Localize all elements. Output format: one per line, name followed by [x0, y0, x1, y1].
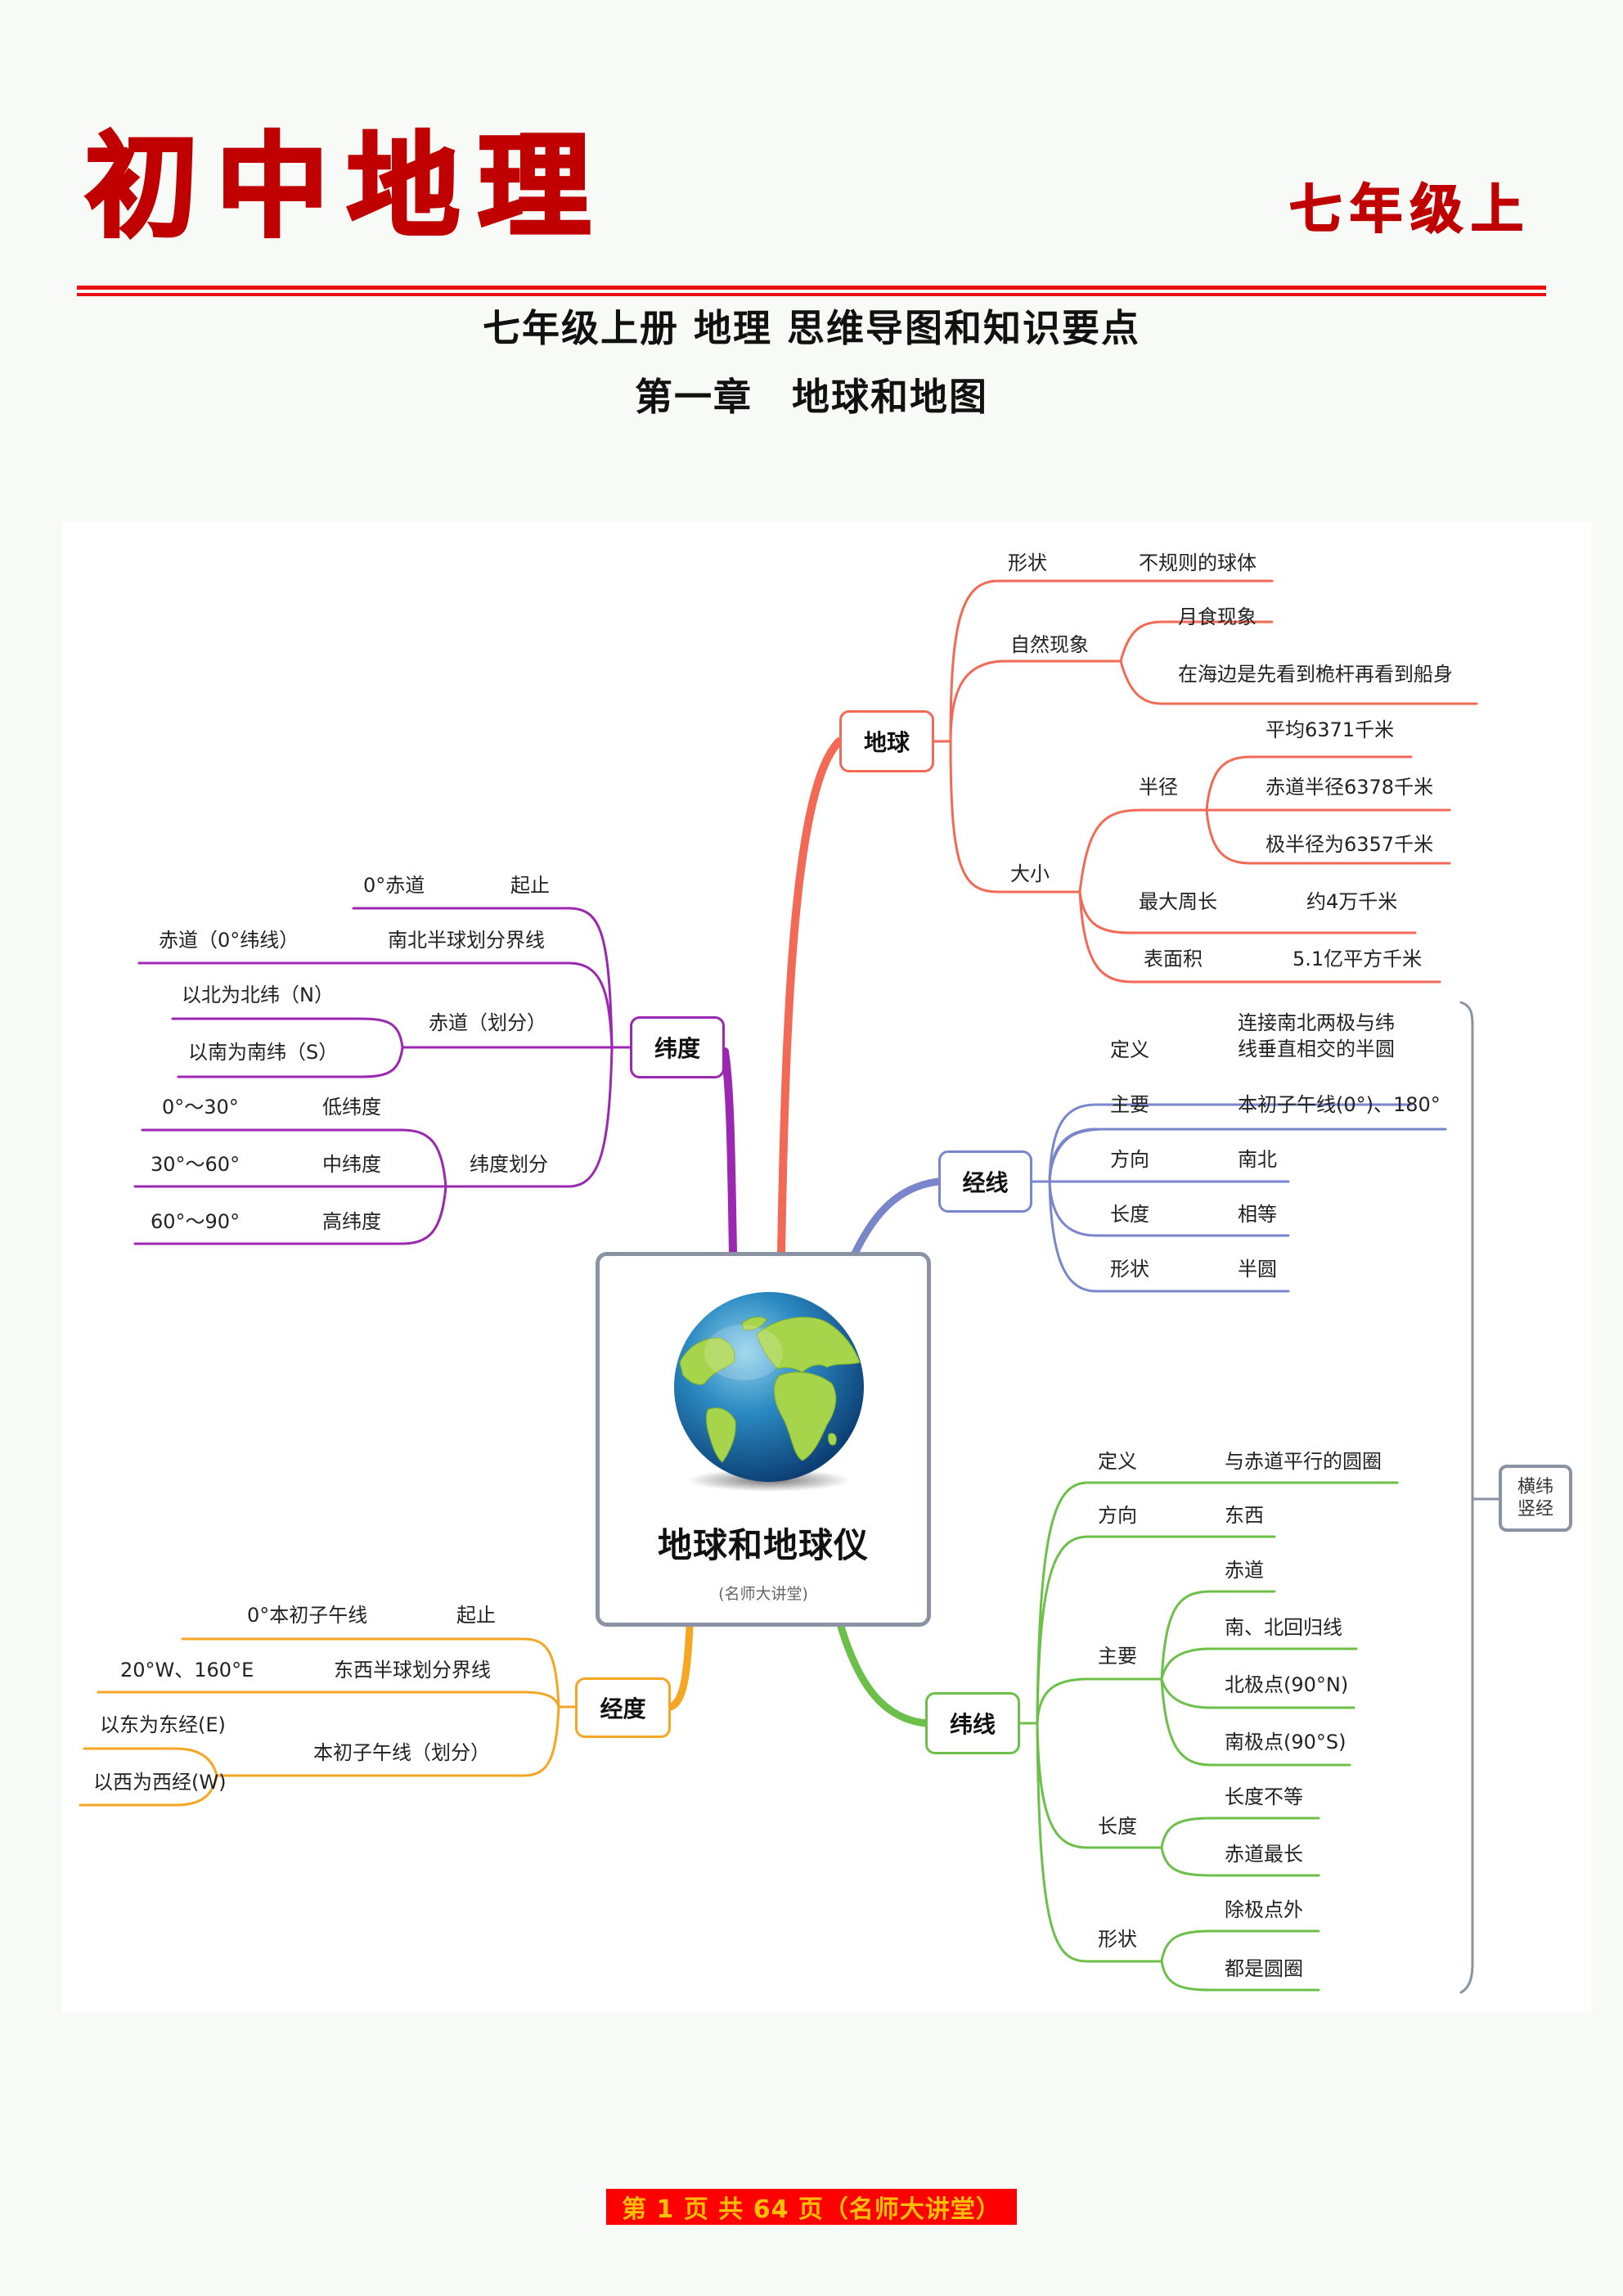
central-credit: (名师大讲堂) [718, 1585, 808, 1603]
meridian-row-value: 半圆 [1238, 1258, 1277, 1281]
node-earth[interactable]: 地球 [839, 710, 934, 772]
earth-radius-label: 半径 [1139, 776, 1178, 799]
meridian-row-label: 形状 [1110, 1258, 1149, 1281]
node-latitude[interactable]: 纬度 [630, 1016, 725, 1078]
latitude-boundary-value: 赤道（0°纬线） [159, 929, 299, 952]
earth-area-label: 表面积 [1144, 948, 1203, 970]
earth-shape-value: 不规则的球体 [1139, 551, 1257, 574]
parallel-direction-label: 方向 [1098, 1504, 1137, 1527]
latitude-zone-name: 高纬度 [322, 1210, 381, 1233]
page-footer: 第 1 页 共 64 页（名师大讲堂） [606, 2189, 1017, 2225]
earth-shape-label: 形状 [1008, 551, 1047, 574]
latitude-zone-range: 0°～30° [162, 1096, 239, 1119]
meridian-row-value: 线垂直相交的半圆 [1238, 1038, 1395, 1060]
page-subtitle: 七年级上册 地理 思维导图和知识要点 [482, 306, 1141, 350]
earth-size-label: 大小 [1010, 862, 1050, 885]
parallel-shape-item: 除极点外 [1225, 1898, 1303, 1921]
latitude-division-label: 赤道（划分） [429, 1011, 546, 1034]
latitude-zone-range: 60°～90° [151, 1210, 241, 1233]
parallel-main-item: 北极点(90°N) [1225, 1673, 1349, 1696]
meridian-row-label: 长度 [1110, 1203, 1149, 1226]
parallel-main-label: 主要 [1098, 1645, 1137, 1668]
longitude-start-value: 0°本初子午线 [247, 1604, 368, 1627]
header-title: 初中地理 [83, 121, 609, 253]
earth-area-value: 5.1亿平方千米 [1293, 948, 1423, 970]
globe-icon [674, 1292, 864, 1492]
chapter-title: 第一章 地球和地图 [635, 375, 988, 419]
parallel-length-item: 赤道最长 [1225, 1843, 1303, 1866]
earth-phenomena-item: 月食现象 [1178, 606, 1257, 628]
longitude-boundary-label: 东西半球划分界线 [334, 1659, 491, 1681]
latitude-zone-range: 30°～60° [151, 1153, 241, 1176]
parallel-main-item: 南、北回归线 [1225, 1616, 1342, 1639]
meridian-row-label: 定义 [1110, 1038, 1149, 1061]
node-meridian[interactable]: 经线 [938, 1150, 1032, 1213]
earth-circumference-value: 约4万千米 [1306, 890, 1398, 913]
longitude-division-item: 以东为东经(E) [100, 1713, 226, 1736]
parallel-direction-value: 东西 [1225, 1504, 1264, 1527]
node-longitude[interactable]: 经度 [575, 1677, 671, 1738]
earth-phenomena-item: 在海边是先看到桅杆再看到船身 [1178, 663, 1453, 686]
node-parallel[interactable]: 纬线 [925, 1692, 1020, 1754]
longitude-boundary-value: 20°W、160°E [120, 1659, 254, 1681]
parallel-length-label: 长度 [1098, 1815, 1137, 1838]
meridian-row-value: 本初子午线(0°)、180° [1238, 1093, 1441, 1116]
latitude-division-item: 以南为南纬（S） [188, 1041, 339, 1064]
parallel-shape-item: 都是圆圈 [1225, 1957, 1303, 1980]
parallel-length-item: 长度不等 [1225, 1785, 1303, 1808]
earth-circumference-label: 最大周长 [1139, 890, 1217, 913]
parallel-main-item: 南极点(90°S) [1225, 1731, 1347, 1754]
meridian-row-value: 相等 [1238, 1203, 1277, 1226]
latitude-start-label: 起止 [510, 874, 550, 897]
longitude-division-label: 本初子午线（划分） [313, 1741, 490, 1764]
header-rule-top [77, 286, 1546, 290]
latitude-start-value: 0°赤道 [363, 874, 425, 897]
summary-box[interactable]: 横纬 竖经 [1499, 1465, 1572, 1532]
parallel-definition-label: 定义 [1098, 1450, 1137, 1473]
central-title: 地球和地球仪 [657, 1525, 869, 1565]
summary-line2: 竖经 [1517, 1499, 1553, 1519]
latitude-zone-name: 中纬度 [322, 1153, 381, 1176]
longitude-start-label: 起止 [456, 1604, 496, 1627]
header-rule-bottom [77, 293, 1546, 296]
earth-radius-item: 赤道半径6378千米 [1266, 776, 1434, 799]
latitude-boundary-label: 南北半球划分界线 [388, 929, 545, 952]
latitude-zone-name: 低纬度 [322, 1096, 381, 1119]
earth-radius-item: 极半径为6357千米 [1266, 833, 1434, 856]
meridian-row-label: 主要 [1110, 1093, 1149, 1116]
parallel-main-item: 赤道 [1225, 1559, 1264, 1582]
header-grade: 七年级上 [1288, 180, 1531, 241]
latitude-zones-label: 纬度划分 [470, 1153, 548, 1176]
parallel-definition-value: 与赤道平行的圆圈 [1225, 1450, 1382, 1473]
meridian-row-label: 方向 [1110, 1148, 1149, 1171]
central-node[interactable]: 地球和地球仪 (名师大讲堂) [596, 1252, 931, 1627]
earth-phenomena-label: 自然现象 [1010, 633, 1089, 656]
longitude-division-item: 以西为西经(W) [93, 1771, 227, 1794]
latitude-division-item: 以北为北纬（N） [182, 984, 334, 1006]
earth-radius-item: 平均6371千米 [1266, 718, 1395, 741]
meridian-row-value: 南北 [1238, 1148, 1277, 1171]
meridian-row-value: 连接南北两极与纬 [1238, 1011, 1395, 1034]
summary-line1: 横纬 [1517, 1476, 1553, 1497]
parallel-shape-label: 形状 [1098, 1928, 1137, 1951]
